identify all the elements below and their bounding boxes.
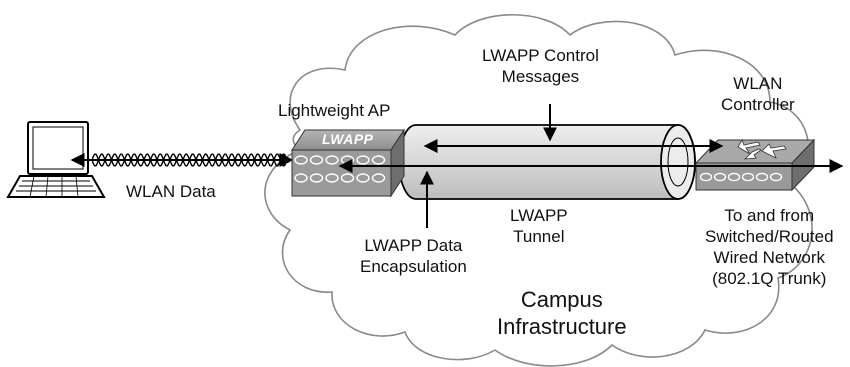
- device-port-mark: [713, 172, 727, 182]
- device-port-mark: [755, 172, 769, 182]
- device-port-mark: [741, 172, 755, 182]
- device-port-mark: [769, 172, 783, 182]
- device-port-mark: [309, 155, 324, 165]
- wired-network-line-3: Wired Network: [713, 248, 825, 267]
- data-encapsulation-line-2: Encapsulation: [360, 257, 467, 276]
- ap-logo: LWAPP: [322, 131, 374, 147]
- wired-network-line-2: Switched/Routed: [705, 227, 834, 246]
- device-port-mark: [325, 155, 339, 165]
- tunnel-line-1: LWAPP: [510, 206, 568, 225]
- data-encapsulation-line-1: LWAPP Data: [364, 236, 463, 255]
- control-messages-label: LWAPP Control Messages: [482, 45, 599, 87]
- tunnel-line-2: Tunnel: [513, 227, 565, 246]
- data-encapsulation-label: LWAPP Data Encapsulation: [360, 235, 467, 277]
- control-messages-line-2: Messages: [501, 67, 580, 86]
- campus-infrastructure-label: Campus Infrastructure: [497, 286, 627, 340]
- tunnel-label: LWAPP Tunnel: [510, 205, 568, 247]
- device-port-mark: [727, 172, 741, 182]
- wlan-controller-label: WLAN Controller: [721, 73, 795, 115]
- wired-network-label: To and from Switched/Routed Wired Networ…: [705, 205, 834, 289]
- device-port-mark: [699, 172, 713, 182]
- device-port-mark: [340, 173, 355, 183]
- wired-network-line-1: To and from: [724, 206, 815, 225]
- device-port-mark: [325, 173, 339, 183]
- wireless-link: [70, 153, 294, 167]
- device-port-mark: [356, 173, 370, 183]
- device-port-mark: [309, 173, 324, 183]
- lightweight-ap-label: Lightweight AP: [278, 101, 391, 120]
- wlan-data-label: WLAN Data: [126, 182, 216, 201]
- campus-line-2: Infrastructure: [497, 314, 627, 339]
- control-messages-line-1: LWAPP Control: [482, 46, 599, 65]
- device-port-mark: [371, 173, 386, 183]
- wlan-controller-line-2: Controller: [721, 95, 795, 114]
- lwapp-tunnel: [398, 124, 696, 200]
- campus-line-1: Campus: [520, 287, 603, 312]
- wired-network-line-4: (802.1Q Trunk): [712, 269, 827, 288]
- access-point-icon: [291, 128, 405, 198]
- wlan-controller-line-1: WLAN: [733, 74, 783, 93]
- device-port-mark: [294, 173, 308, 183]
- device-port-mark: [294, 155, 308, 165]
